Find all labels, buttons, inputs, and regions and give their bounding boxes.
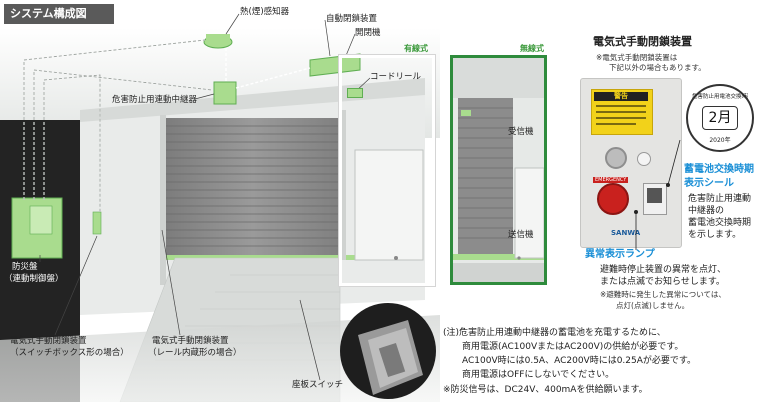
panel-label-2: （連動制御盤） [4,274,64,284]
battery-seal-desc-3: 蓄電池交換時期 [688,218,752,228]
note-3: AC100V時には0.5A、AC200V時には0.25Aが必要です。 [462,356,697,366]
key-cylinder[interactable] [605,147,627,169]
battery-seal-sticker [643,183,667,215]
receiver-label: 受信機 [508,127,534,137]
device-sub-1: ※電気式手動閉鎖装置は [596,53,678,62]
wireless-label: 無線式 [520,44,544,53]
wired-label: 有線式 [404,44,428,53]
warning-text: 警告 [594,92,648,101]
lamp-desc-2: または点滅でお知らせします。 [600,277,725,287]
rail-label-2: （レール内蔵形の場合） [148,348,242,358]
transmitter-label: 送信機 [508,230,534,240]
closer-label: 開閉機 [355,28,381,38]
battery-seal-desc-1: 危害防止用連動 [688,194,752,204]
device-heading: 電気式手動閉鎖装置 [593,35,692,48]
auto-closer-label: 自動閉鎖装置 [326,14,378,24]
lamp-desc-3: ※避難時に発生した異常については、 [600,290,726,299]
emergency-text: EMERGENCY [593,177,629,183]
cord-reel-label: コードリール [370,72,422,82]
battery-replacement-stamp: 危害防止用電池交換時期 2月 2020年 [686,84,754,152]
battery-seal-title-2: 表示シール [684,178,734,189]
shutter [165,118,340,258]
lamp-title: 異常表示ランプ [585,249,655,260]
heat-sensor-label: 熱(煙)感知器 [240,7,290,17]
battery-seal-desc-4: を示します。 [688,230,742,240]
switch-box-label-2: （スイッチボックス形の場合） [10,348,129,358]
cord-reel [347,88,363,98]
lamp-desc-4: 点灯(点滅)しません。 [616,301,690,310]
brand-logo: SANWA [611,229,641,237]
stamp-ring-text: 危害防止用電池交換時期 [692,94,748,100]
battery-seal-desc-2: 中継器の [688,206,725,216]
stamp-month: 2月 [702,106,738,130]
note-5: ※防災信号は、DC24V、400mAを供給願います。 [443,385,648,395]
seat-switch-inset [340,303,436,399]
wireless-frame [450,55,547,285]
switch-box [92,211,102,235]
note-4: 商用電源はOFFにしないでください。 [462,370,615,380]
stamp-year: 2020年 [709,137,731,144]
battery-seal-title-1: 蓄電池交換時期 [684,164,754,175]
device-sub-2: 下記以外の場合もあります。 [609,63,706,72]
note-2: 商用電源(AC100VまたはAC200V)の供給が必要です。 [462,342,684,352]
seat-bar [165,255,395,260]
relay-box [213,81,237,105]
lamp-desc-1: 避難時停止装置の異常を点灯、 [600,265,727,275]
page-title: システム構成図 [4,4,114,24]
pointer-lines [634,140,681,250]
seat-switch-label: 座板スイッチ [292,380,344,390]
switch-box-label-1: 電気式手動閉鎖装置 [10,336,87,346]
door [354,149,424,261]
emergency-button[interactable]: EMERGENCY [593,177,629,215]
indicator-lamp [637,152,651,166]
relay-label: 危害防止用連動中継器 [112,95,198,105]
panel-label-1: 防災盤 [12,262,38,272]
shutter-slats [165,125,340,247]
note-1: (注)危害防止用連動中継器の蓄電池を充電するために、 [443,328,666,338]
rail-label-1: 電気式手動閉鎖装置 [152,336,229,346]
wired-frame [339,55,435,286]
warning-sticker: 警告 [591,89,653,135]
building-illustration [0,13,440,402]
manual-closing-device: 警告 EMERGENCY SANWA [580,78,682,248]
